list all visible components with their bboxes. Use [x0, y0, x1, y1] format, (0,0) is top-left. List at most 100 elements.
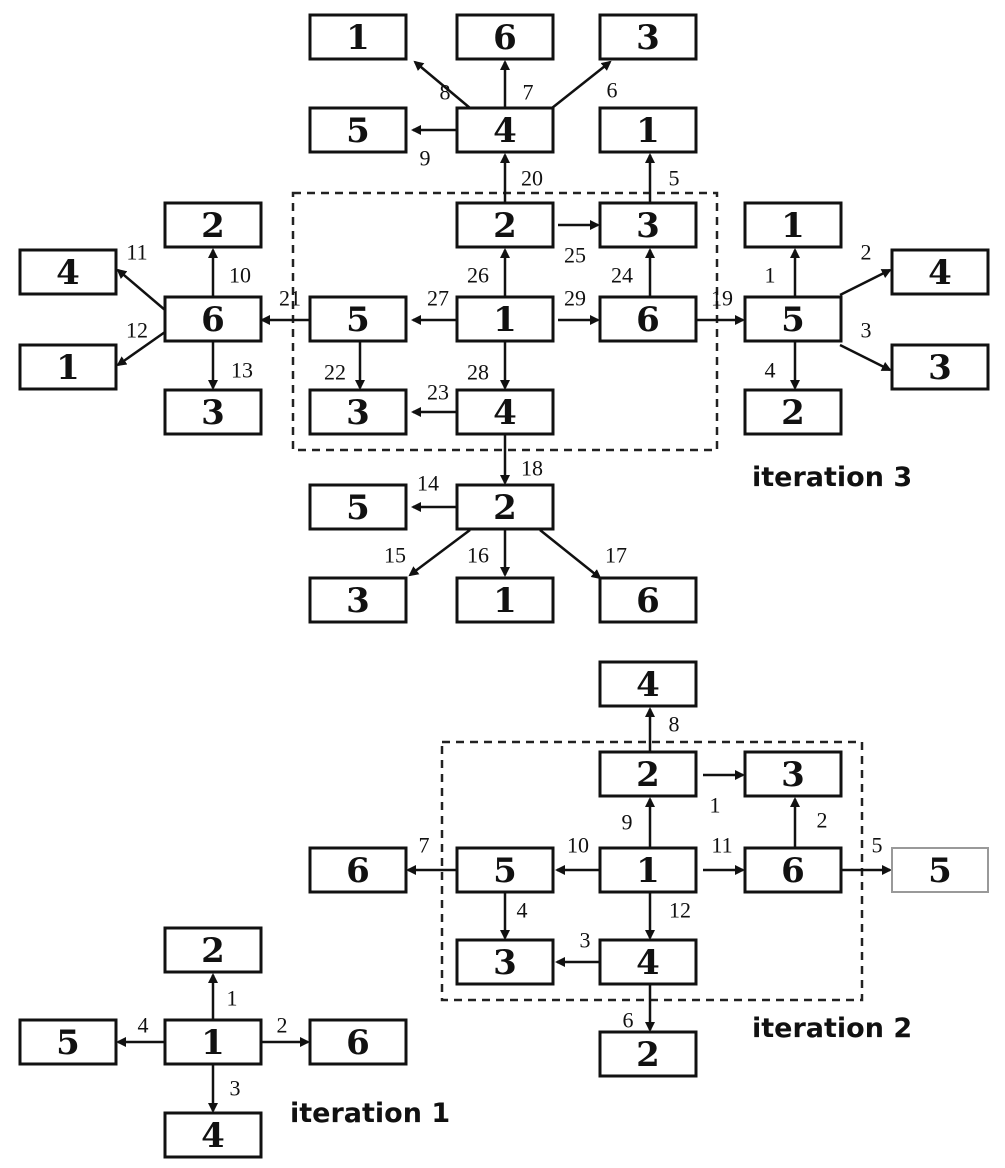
node-label: 5 [346, 300, 370, 340]
iteration-3-edge-label: 29 [564, 286, 586, 311]
node-rect [308, 576, 408, 624]
node-rect [163, 1111, 263, 1159]
node-rect [598, 1030, 698, 1078]
node-label: 5 [346, 488, 370, 528]
node-rect [890, 343, 990, 391]
iteration-2-edge-label: 2 [817, 808, 828, 833]
node-label: 2 [636, 1035, 660, 1075]
iteration-2-edge-label: 6 [623, 1008, 634, 1033]
node-label: 6 [346, 851, 370, 891]
node-label: 1 [636, 851, 660, 891]
node-rect [455, 938, 555, 986]
node-label: 4 [201, 1116, 225, 1156]
iteration-3-edge-arrow [116, 330, 166, 367]
iteration-1-node-box: 5 [18, 1018, 118, 1066]
node-label: 6 [346, 1023, 370, 1063]
iteration-3-edge-arrow [408, 529, 471, 577]
iteration-2-node-box: 6 [308, 846, 408, 894]
node-label: 5 [493, 851, 517, 891]
node-rect [308, 846, 408, 894]
iteration-3-edge-label: 12 [126, 318, 148, 343]
node-label: 1 [201, 1023, 225, 1063]
iteration-3-node-box: 1 [598, 106, 698, 154]
node-rect [455, 846, 555, 894]
iteration-3-edge-label: 25 [564, 243, 586, 268]
node-label: 3 [346, 581, 370, 621]
iteration-3-edge-label: 8 [440, 80, 451, 105]
node-rect [598, 938, 698, 986]
node-rect [743, 846, 843, 894]
node-rect [163, 1018, 263, 1066]
iteration-1-edge-label: 1 [227, 986, 238, 1011]
iteration-3-edge-label: 10 [229, 263, 251, 288]
iteration-2-node-box: 2 [598, 750, 698, 798]
iteration-3-node-box: 1 [455, 295, 555, 343]
iteration-3-edge-label: 22 [324, 360, 346, 385]
iteration-2-node-box: 3 [455, 938, 555, 986]
node-rect [890, 248, 990, 296]
iteration-3-node-box: 5 [308, 295, 408, 343]
node-label: 4 [928, 253, 952, 293]
node-label: 1 [493, 300, 517, 340]
iteration-3-edge-label: 13 [231, 358, 253, 383]
iteration-3-edge-label: 28 [467, 360, 489, 385]
iteration-2-node-box: 6 [743, 846, 843, 894]
iteration-3-edge-label: 14 [417, 471, 439, 496]
node-rect [598, 106, 698, 154]
node-rect [743, 750, 843, 798]
iteration-3-node-box: 1 [308, 13, 408, 61]
iteration-3-edge-label: 7 [523, 80, 534, 105]
iteration-2-edge-label: 7 [419, 833, 430, 858]
node-rect [308, 13, 408, 61]
iteration-3-node-box: 5 [308, 106, 408, 154]
iteration-2-node-box: 3 [743, 750, 843, 798]
iteration-3-node-box: 4 [18, 248, 118, 296]
iteration-3-node-box: 4 [890, 248, 990, 296]
node-rect [455, 576, 555, 624]
node-label: 5 [346, 111, 370, 151]
iteration-3-edge-label: 26 [467, 263, 489, 288]
iteration-2-edge-label: 4 [517, 898, 528, 923]
iteration-2-node-box: 5 [891, 847, 989, 893]
iteration-3-edge-label: 24 [611, 263, 633, 288]
iteration-1-edge-label: 2 [277, 1013, 288, 1038]
iteration-1-edge-label: 4 [138, 1013, 149, 1038]
iteration-2-edge-label: 1 [710, 793, 721, 818]
node-label: 1 [636, 111, 660, 151]
node-rect [598, 201, 698, 249]
node-rect [891, 847, 989, 893]
node-rect [163, 926, 263, 974]
iteration-2-edge-label: 10 [567, 833, 589, 858]
node-label: 4 [636, 665, 660, 705]
iteration-2-edge-label: 8 [669, 712, 680, 737]
node-label: 2 [201, 206, 225, 246]
node-rect [163, 388, 263, 436]
node-label: 3 [928, 348, 952, 388]
node-label: 4 [493, 393, 517, 433]
iteration-3-node-box: 3 [598, 201, 698, 249]
iteration-3-edge-label: 20 [521, 166, 543, 191]
node-label: 4 [493, 111, 517, 151]
node-label: 1 [56, 348, 80, 388]
iteration-2-node-box: 4 [598, 660, 698, 708]
iteration-3-node-box: 1 [18, 343, 118, 391]
iteration-2-node-box: 1 [598, 846, 698, 894]
iteration-3-edge-label: 5 [669, 166, 680, 191]
iteration-3-node-box: 6 [598, 295, 698, 343]
node-rect [18, 248, 118, 296]
node-rect [163, 201, 263, 249]
node-label: 2 [636, 755, 660, 795]
node-label: 2 [201, 931, 225, 971]
iteration-3-node-box: 1 [743, 201, 843, 249]
node-label: 3 [346, 393, 370, 433]
iteration-3-node-box: 6 [598, 576, 698, 624]
iteration-3-node-box: 4 [455, 106, 555, 154]
iteration-2-edge-label: 9 [622, 810, 633, 835]
node-label: 6 [781, 851, 805, 891]
node-label: 6 [201, 300, 225, 340]
iteration-2-edge-label: 5 [872, 833, 883, 858]
iteration-1-node-box: 2 [163, 926, 263, 974]
iteration-3-node-box: 2 [743, 388, 843, 436]
